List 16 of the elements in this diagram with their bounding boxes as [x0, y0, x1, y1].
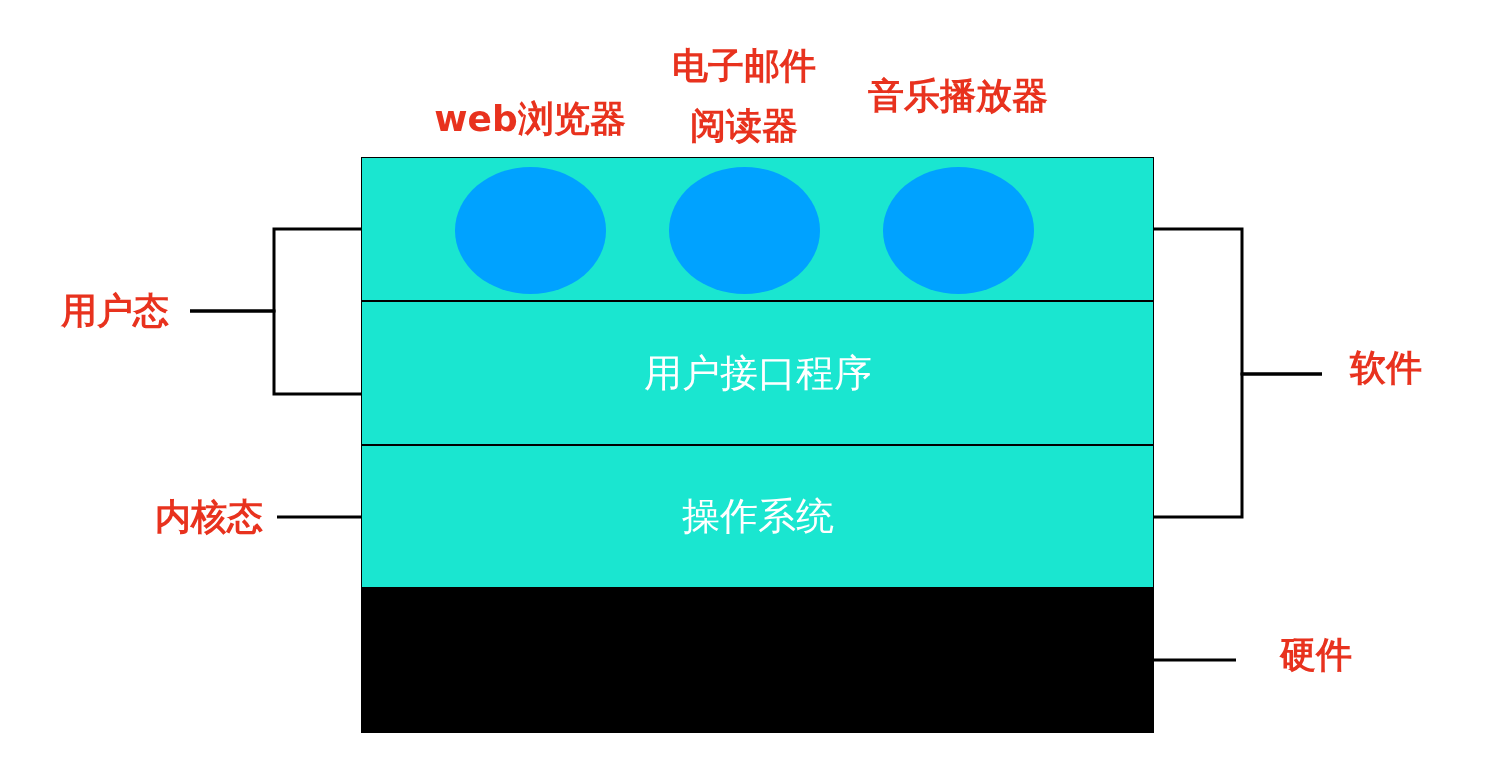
layer-label: 操作系统 — [681, 493, 834, 540]
layer-block — [361, 588, 1154, 733]
layer-band — [361, 445, 1154, 588]
app-label: 电子邮件阅读器 — [671, 44, 817, 148]
bracket-line — [190, 309, 361, 396]
layer-caption: 硬件 — [1280, 632, 1352, 677]
layer-caption: 内核态 — [154, 494, 263, 539]
app-label: 音乐播放器 — [867, 74, 1049, 118]
leader-line — [1154, 658, 1236, 662]
app-label: web浏览器 — [433, 97, 627, 141]
leader-line — [277, 515, 361, 519]
layer-label: 用户接口程序 — [643, 349, 872, 397]
bracket-line — [1154, 372, 1322, 519]
layer-band — [361, 301, 1154, 445]
layer-caption: 用户态 — [61, 288, 169, 333]
layer-caption: 软件 — [1350, 345, 1422, 390]
